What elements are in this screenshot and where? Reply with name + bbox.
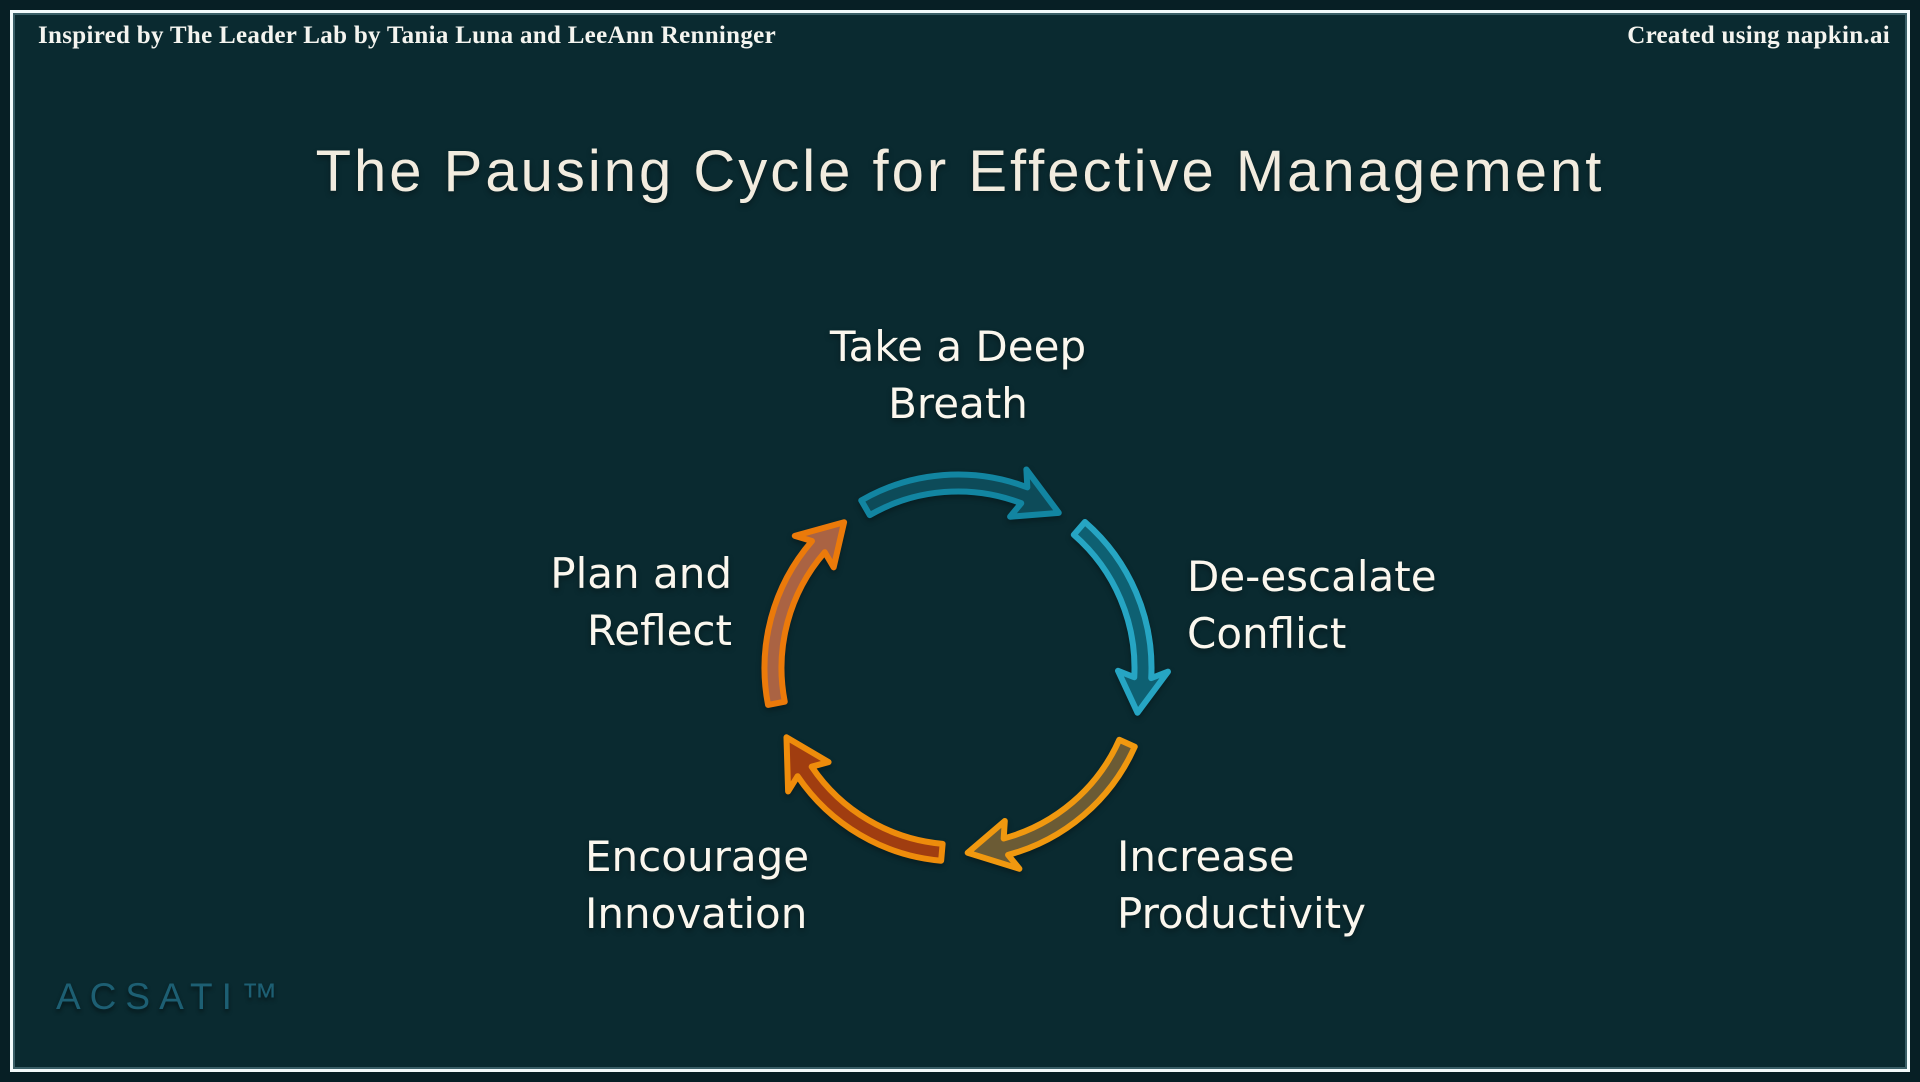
step-label-encourage-innovation: Encourage Innovation [585, 828, 809, 942]
step-label-increase-productivity: Increase Productivity [1117, 828, 1366, 942]
step-label-line: Take a Deep [829, 322, 1087, 371]
cycle-arrow-bottom-left [783, 734, 946, 864]
watermark-acsati: ACSATI™ [56, 976, 287, 1017]
step-label-line: Conflict [1187, 609, 1347, 658]
step-label-line: Reflect [587, 606, 732, 655]
step-label-line: Innovation [585, 889, 808, 938]
step-label-line: Increase [1117, 832, 1295, 881]
cycle-arrow-top [858, 466, 1062, 520]
step-label-line: De-escalate [1187, 552, 1437, 601]
step-label-line: Breath [888, 379, 1028, 428]
attribution-created-with: Created using napkin.ai [1627, 22, 1890, 49]
step-label-line: Plan and [550, 549, 732, 598]
page-title: The Pausing Cycle for Effective Manageme… [315, 139, 1605, 204]
step-label-take-a-deep-breath: Take a Deep Breath [758, 318, 1158, 432]
step-label-line: Productivity [1117, 889, 1366, 938]
step-label-plan-and-reflect: Plan and Reflect [550, 545, 732, 659]
attribution-inspired-by: Inspired by The Leader Lab by Tania Luna… [38, 22, 776, 49]
cycle-arrow-right [1070, 518, 1171, 716]
cycle-arrow-bottom-right [964, 736, 1138, 872]
cycle-arrow-left [761, 519, 848, 708]
step-label-line: Encourage [585, 832, 810, 881]
step-label-de-escalate-conflict: De-escalate Conflict [1187, 548, 1437, 662]
